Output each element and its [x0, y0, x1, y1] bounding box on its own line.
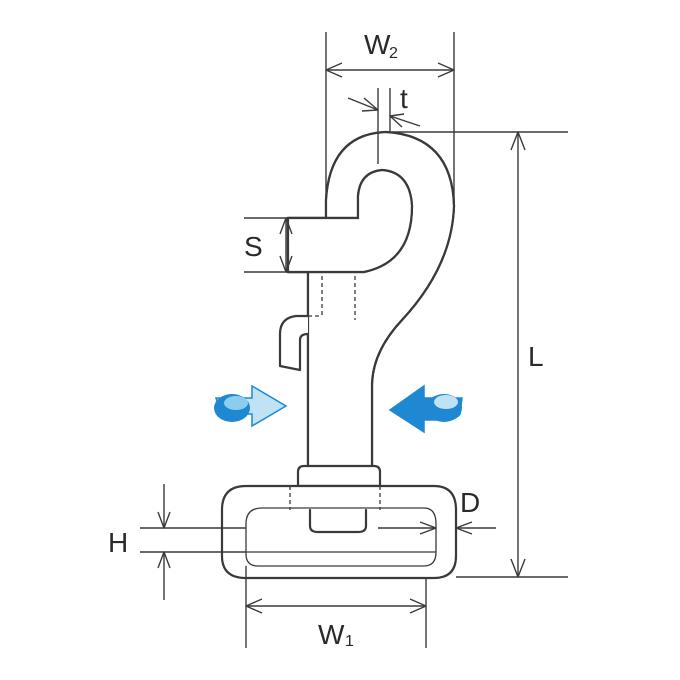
dimension-lines [140, 32, 568, 648]
swivel-rotation-arrow-icon [214, 384, 463, 434]
thumb-latch [278, 314, 310, 372]
stem-bottom [308, 508, 368, 534]
label-w1-sub: 1 [345, 633, 354, 650]
swivel-collar [296, 464, 382, 488]
label-h: H [108, 527, 128, 558]
label-w2: W [364, 29, 391, 60]
label-l: L [528, 341, 544, 372]
dimension-labels: W 2 t S L D H W 1 [108, 29, 544, 650]
label-w2-sub: 2 [389, 45, 398, 62]
label-d: D [460, 487, 480, 518]
snap-hook [220, 128, 461, 580]
label-t: t [400, 83, 408, 114]
label-w1: W [318, 619, 345, 650]
label-s: S [244, 231, 263, 262]
